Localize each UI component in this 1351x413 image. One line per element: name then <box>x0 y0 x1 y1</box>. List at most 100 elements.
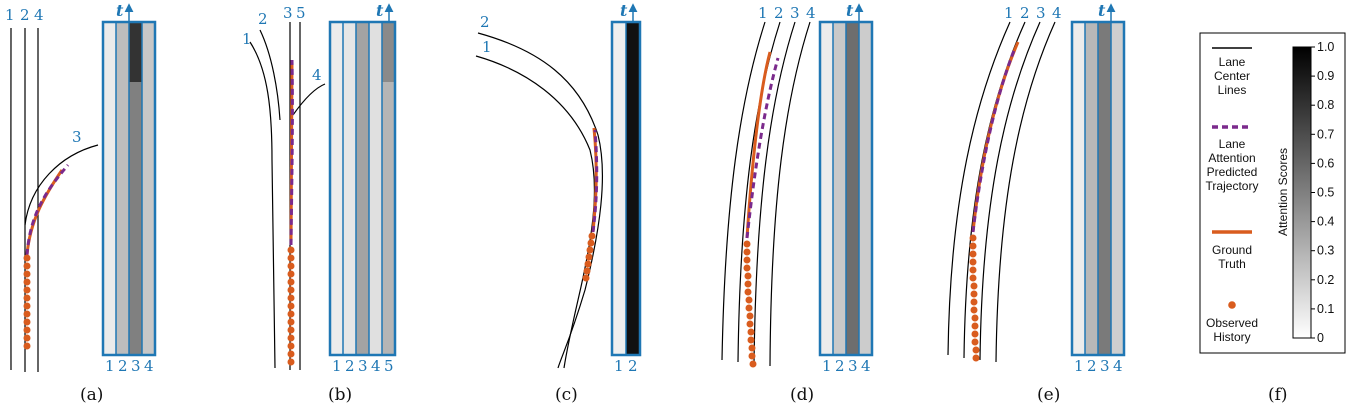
legend-line: Lane <box>1219 137 1246 151</box>
heatmap-column-label: 1 <box>822 357 832 375</box>
colorbar-tick-label: 0.7 <box>1317 127 1334 141</box>
legend-predicted: Lane Attention Predicted Trajectory <box>1206 125 1259 193</box>
heatmap-column-label: 1 <box>332 357 342 375</box>
colorbar-ticks: 1.0 0.9 0.8 0.7 0.6 0.5 0.4 0.3 0.2 0.1 0 <box>1311 40 1334 345</box>
observed-history <box>23 254 31 350</box>
colorbar-tick-label: 0.3 <box>1317 244 1334 258</box>
lane-labels: 1 2 3 4 <box>1004 4 1062 22</box>
lane-label: 4 <box>806 4 816 22</box>
legend-line: Lines <box>1218 83 1247 97</box>
heatmap-column-label: 2 <box>1087 357 1097 375</box>
panel-a: 1 2 4 3 t 1 2 3 4 (a) <box>5 1 157 405</box>
legend-box <box>1199 32 1346 354</box>
colorbar-tick-label: 0.5 <box>1317 186 1334 200</box>
legend-line: Predicted <box>1207 165 1258 179</box>
predicted-trajectory <box>591 129 599 233</box>
lane-label: 4 <box>34 6 44 24</box>
lane-label: 2 <box>774 4 784 22</box>
lane-label: 2 <box>20 6 30 24</box>
observed-history <box>969 234 980 362</box>
panel-c: 2 1 t 1 2 (c) <box>475 1 642 405</box>
legend-line: Trajectory <box>1206 179 1259 193</box>
lane-label: 2 <box>258 10 268 28</box>
heatmap-column-label: 3 <box>1100 357 1110 375</box>
lane-label: 4 <box>1052 4 1062 22</box>
heatmap-column-label: 3 <box>358 357 368 375</box>
lane-label: 1 <box>242 30 252 48</box>
attention-heatmap: t 1 2 3 4 <box>818 1 874 375</box>
panel-f: Lane Center Lines Lane Attention Predict… <box>1199 32 1346 405</box>
time-axis-label: t <box>116 1 124 20</box>
colorbar-tick-label: 1.0 <box>1317 40 1334 54</box>
heatmap-column-label: 2 <box>118 357 128 375</box>
colorbar-tick-label: 0.6 <box>1317 156 1334 170</box>
heatmap-column-label: 2 <box>345 357 355 375</box>
lane-label: 3 <box>283 4 293 22</box>
colorbar-tick-label: 0.1 <box>1317 302 1334 316</box>
colorbar-tick-label: 0.2 <box>1317 273 1334 287</box>
panel-label: (a) <box>80 385 103 405</box>
legend-line: History <box>1213 330 1250 344</box>
attention-heatmap: t 1 2 3 4 <box>101 1 157 375</box>
legend-line: Observed <box>1206 316 1258 330</box>
lane-center-lines <box>947 21 1056 363</box>
time-axis-label: t <box>846 1 854 20</box>
predicted-trajectory <box>971 47 1017 233</box>
lane-label: 1 <box>1004 4 1014 22</box>
lane-label: 2 <box>1020 4 1030 22</box>
panel-label: (c) <box>555 385 578 405</box>
observed-history <box>743 240 757 368</box>
heatmap-column-label: 2 <box>628 357 638 375</box>
heatmap-column-label: 3 <box>131 357 141 375</box>
legend-line: Truth <box>1218 257 1246 271</box>
predicted-trajectory <box>289 59 294 246</box>
lane-label: 4 <box>312 66 322 84</box>
legend-ground-truth: Ground Truth <box>1212 230 1252 271</box>
lane-label: 3 <box>72 128 82 146</box>
legend-line: Attention <box>1208 151 1255 165</box>
heatmap-column-label: 2 <box>835 357 845 375</box>
heatmap-column-label: 3 <box>848 357 858 375</box>
colorbar-tick-label: 0.9 <box>1317 69 1334 83</box>
attention-heatmap: t 1 2 3 4 5 <box>328 1 397 375</box>
heatmap-column-label: 4 <box>371 357 381 375</box>
predicted-trajectory <box>745 57 780 239</box>
panel-label: (f) <box>1268 385 1288 405</box>
lane-label: 1 <box>482 38 492 56</box>
lane-center-lines <box>10 27 99 372</box>
legend-line: Center <box>1214 69 1250 83</box>
ground-truth-line <box>25 169 64 256</box>
panel-b: 1 2 3 5 4 t 1 2 3 <box>242 1 397 405</box>
time-axis-label: t <box>1098 1 1106 20</box>
lane-labels: 2 1 <box>480 13 492 56</box>
attention-heatmap: t 1 2 3 4 <box>1070 1 1126 375</box>
ground-truth-line <box>745 51 772 239</box>
lane-labels: 1 2 4 3 <box>5 6 82 146</box>
panel-d: 1 2 3 4 t 1 2 3 4 <box>721 1 874 405</box>
colorbar-tick-label: 0.4 <box>1317 215 1334 229</box>
time-axis-label: t <box>376 1 384 20</box>
heatmap-column-label: 4 <box>861 357 871 375</box>
legend-lane-center: Lane Center Lines <box>1212 47 1252 97</box>
panel-label: (b) <box>328 385 352 405</box>
legend-line: Lane <box>1219 55 1246 69</box>
panel-label: (d) <box>790 385 814 405</box>
colorbar-tick-label: 0 <box>1317 331 1324 345</box>
heatmap-column-label: 1 <box>1074 357 1084 375</box>
lane-labels: 1 2 3 4 <box>758 4 816 22</box>
colorbar: Attention Scores 1.00.90.80.70.60.50.40.… <box>1276 40 1334 345</box>
lane-label: 1 <box>758 4 768 22</box>
colorbar-tick-label: 0.8 <box>1317 98 1334 112</box>
lane-label: 3 <box>790 4 800 22</box>
legend-line: Ground <box>1212 243 1252 257</box>
ground-truth-line <box>971 41 1020 233</box>
predicted-trajectory <box>25 164 70 256</box>
lane-label: 3 <box>1036 4 1046 22</box>
lane-label: 5 <box>296 4 306 22</box>
lane-center-lines <box>475 32 604 369</box>
heatmap-column-label: 1 <box>105 357 115 375</box>
panel-label: (e) <box>1037 385 1060 405</box>
observed-history <box>287 246 295 366</box>
heatmap-column-label: 1 <box>614 357 624 375</box>
